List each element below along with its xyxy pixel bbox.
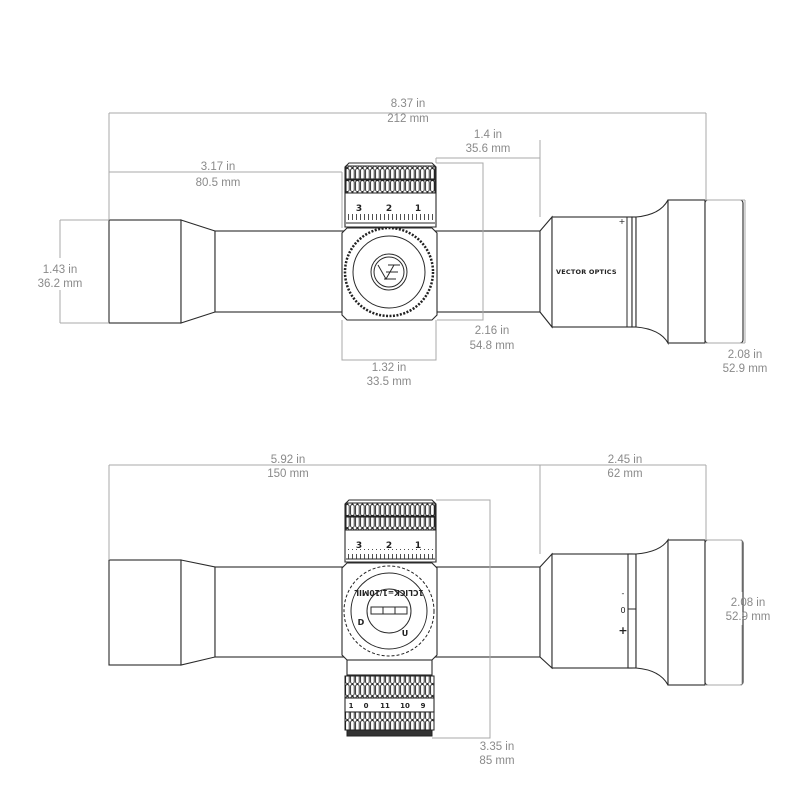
parallax-scale-9: 9 — [421, 702, 426, 710]
eyepiece-diameter-in: 2.08 in — [728, 349, 763, 361]
dial-down-label: D — [358, 618, 365, 627]
objective-taper — [180, 559, 216, 666]
objective-to-turret-in: 3.17 in — [201, 161, 236, 173]
overall-length-mm: 212 mm — [387, 113, 429, 125]
side-view: - 0 + 3 2 1 1CLICK=1/10MIL D U 1 0 — [108, 454, 770, 767]
side-dimension-lines — [108, 464, 743, 739]
diopter-minus: - — [622, 589, 625, 598]
turret-scale-2: 2 — [386, 541, 392, 551]
parallax-scale-0: 0 — [364, 702, 369, 710]
eyecup — [667, 199, 706, 344]
top-scope-outline: VECTOR OPTICS + 3 2 1 — [108, 162, 744, 346]
dial-click-value: 1CLICK=1/10MIL — [354, 588, 424, 597]
objective-taper — [180, 219, 216, 324]
parallax-scale-1: 1 — [349, 702, 354, 710]
top-view: VECTOR OPTICS + 3 2 1 — [38, 98, 768, 388]
turret-width-mm: 33.5 mm — [367, 376, 412, 388]
eyepiece-body — [551, 216, 633, 328]
top-dimension-lines — [59, 112, 746, 361]
objective-to-eyepiece-in: 5.92 in — [271, 454, 306, 466]
turret-scale-2: 2 — [386, 204, 392, 214]
turret-scale-1: 1 — [415, 204, 421, 214]
eyepiece-length-mm: 62 mm — [607, 468, 642, 480]
objective-diameter-in: 1.43 in — [43, 264, 78, 276]
eyepiece-taper — [539, 215, 553, 329]
turret-to-eyepiece-mm: 35.6 mm — [466, 143, 511, 155]
eyepiece-mark: + — [619, 217, 626, 226]
turret-height-mm: 85 mm — [479, 755, 514, 767]
parallax-scale-10: 10 — [400, 702, 410, 710]
brand-emblem-icon — [370, 253, 408, 291]
top-dimension-labels: 8.37 in 212 mm 3.17 in 80.5 mm 1.4 in 35… — [38, 98, 768, 388]
objective-diameter-mm: 36.2 mm — [38, 278, 83, 290]
overall-length-in: 8.37 in — [391, 98, 426, 110]
eyepiece-diameter-in: 2.08 in — [731, 597, 766, 609]
coin-slot-cap — [366, 588, 412, 634]
turret-scale-3: 3 — [356, 204, 362, 214]
turret-scale-1: 1 — [415, 541, 421, 551]
parallax-knob — [344, 675, 435, 699]
eyecup-flare — [635, 538, 669, 686]
objective-bell — [108, 559, 182, 666]
eyepiece-diameter-mm: 52.9 mm — [723, 363, 768, 375]
parallax-turret-neck — [346, 659, 433, 676]
eyecup-rubber — [704, 199, 744, 344]
turret-width-in: 1.32 in — [372, 362, 407, 374]
eyepiece-length-in: 2.45 in — [608, 454, 643, 466]
parallax-scale-11: 11 — [380, 702, 390, 710]
objective-bell — [108, 219, 182, 324]
windage-dial — [343, 565, 435, 657]
eyepiece-taper — [539, 552, 553, 670]
eyecup — [667, 539, 706, 686]
dial-up-label: U — [402, 629, 409, 638]
side-scope-outline: - 0 + 3 2 1 1CLICK=1/10MIL D U 1 0 — [108, 499, 744, 737]
turret-to-eyepiece-in: 1.4 in — [474, 129, 502, 141]
side-dimension-labels: 5.92 in 150 mm 2.45 in 62 mm 2.08 in 52.… — [267, 454, 770, 767]
turret-scale-3: 3 — [356, 541, 362, 551]
diopter-plus: + — [618, 624, 627, 637]
objective-to-turret-mm: 80.5 mm — [196, 177, 241, 189]
turret-height-in: 3.35 in — [480, 741, 515, 753]
turret-height-mm: 54.8 mm — [470, 340, 515, 352]
eyecup-flare — [635, 199, 669, 346]
eyepiece-diameter-mm: 52.9 mm — [726, 611, 771, 623]
diopter-zero: 0 — [620, 606, 625, 615]
brand-logo: VECTOR OPTICS — [556, 268, 617, 276]
objective-to-eyepiece-mm: 150 mm — [267, 468, 309, 480]
turret-height-in: 2.16 in — [475, 325, 510, 337]
